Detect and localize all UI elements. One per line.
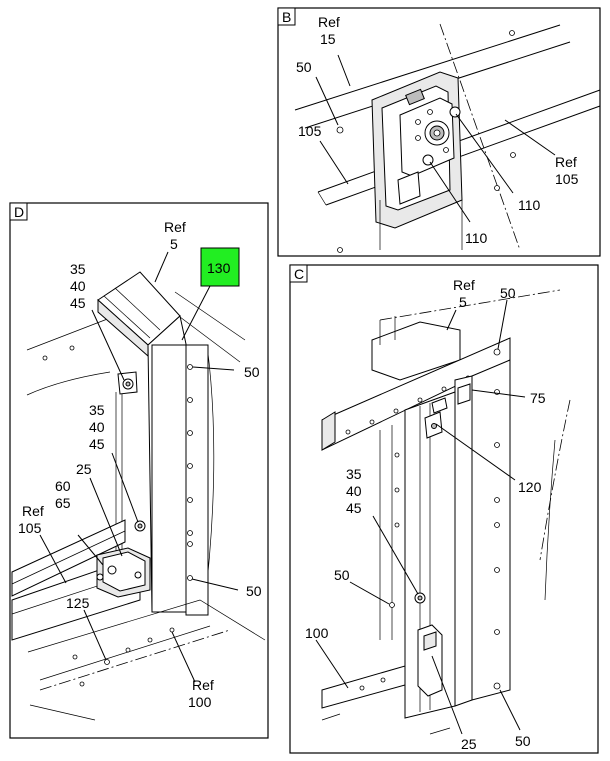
d-callout-125: 125 (66, 595, 90, 611)
c-callout-50-left: 50 (334, 567, 350, 583)
view-b-tag-box (277, 7, 296, 26)
d-callout-60: 60 (55, 478, 71, 494)
view-d-floor (27, 599, 266, 721)
view-d: D (9, 202, 269, 739)
b-callout-110-right: 110 (518, 197, 541, 213)
view-b-bracket (371, 71, 463, 250)
c-ref5-num: 5 (459, 294, 467, 310)
b-callout-50: 50 (296, 59, 312, 75)
view-d-tag-box (9, 202, 28, 221)
view-c-tag-box (289, 264, 308, 283)
c-callout-45: 45 (346, 500, 362, 516)
view-c-callouts: Ref 5 50 75 120 35 40 45 50 100 25 50 (305, 277, 546, 752)
d-callout-65: 65 (55, 495, 71, 511)
view-c-post (379, 359, 511, 719)
d-top-40: 40 (70, 278, 86, 294)
view-d-lower-bracket (96, 520, 151, 598)
c-callout-25: 25 (461, 736, 477, 752)
view-b-tag: B (282, 9, 291, 25)
d-ref105-num: 105 (18, 520, 42, 536)
c-callout-75: 75 (530, 390, 546, 406)
view-c-floor (321, 665, 451, 735)
c-callout-40: 40 (346, 483, 362, 499)
d-callout-50-bottom: 50 (246, 583, 262, 599)
d-ref5-num: 5 (170, 236, 178, 252)
view-b-frame (277, 7, 601, 257)
view-c-leaders (315, 299, 526, 735)
view-d-callouts: Ref 5 35 40 45 50 35 40 45 25 60 65 Ref … (18, 219, 262, 710)
c-callout-50-top: 50 (500, 285, 516, 301)
b-callout-110-bottom: 110 (465, 230, 488, 246)
c-ref5-ref: Ref (453, 277, 475, 293)
d-callout-50-top: 50 (244, 364, 260, 380)
c-callout-50-bottom: 50 (515, 733, 531, 749)
d-mid-35: 35 (89, 402, 105, 418)
view-b-leaders (315, 54, 556, 223)
view-c: C (289, 264, 599, 754)
c-callout-35: 35 (346, 466, 362, 482)
view-b-holes (336, 30, 516, 253)
view-c-clips (424, 383, 471, 439)
b-ref15-num: 15 (320, 31, 336, 47)
view-c-frame (289, 264, 599, 754)
d-callout-130: 130 (207, 260, 231, 276)
view-d-frame (9, 202, 269, 739)
view-d-leaders (39, 251, 239, 683)
view-c-bottom-bracket (414, 592, 443, 697)
b-callout-105: 105 (298, 123, 322, 139)
d-callout-130-highlight (200, 247, 240, 287)
view-d-upper-bracket (117, 371, 138, 395)
d-callout-25: 25 (76, 461, 92, 477)
b-ref15-ref: Ref (318, 14, 340, 30)
b-ref105-ref: Ref (555, 154, 577, 170)
view-d-tag: D (14, 204, 24, 220)
b-ref105-num: 105 (555, 171, 579, 187)
view-d-post (115, 315, 209, 616)
d-mid-40: 40 (89, 419, 105, 435)
c-callout-100: 100 (305, 625, 329, 641)
view-b-callouts: Ref 15 50 105 Ref 105 110 110 (296, 14, 579, 246)
d-ref5-ref: Ref (164, 219, 186, 235)
d-ref105-ref: Ref (22, 503, 44, 519)
view-c-tag: C (294, 266, 304, 282)
d-mid-45: 45 (89, 436, 105, 452)
view-c-background (371, 289, 571, 601)
d-top-35: 35 (70, 261, 86, 277)
view-b: B (277, 7, 601, 257)
d-top-45: 45 (70, 295, 86, 311)
d-ref100-ref: Ref (192, 677, 214, 693)
c-callout-120: 120 (518, 479, 542, 495)
d-ref100-num: 100 (188, 694, 212, 710)
view-c-header (321, 337, 511, 451)
